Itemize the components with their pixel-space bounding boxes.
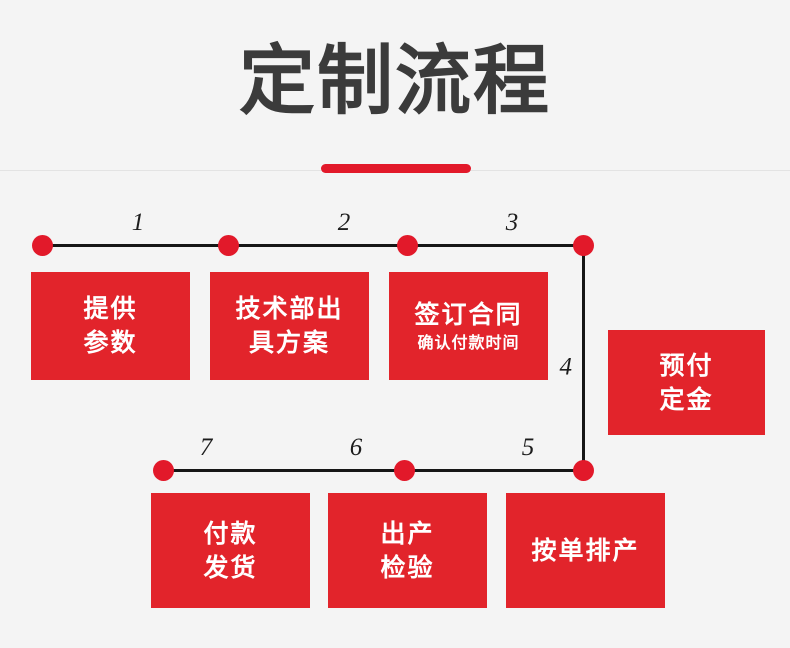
node-line: 签订合同 — [414, 300, 523, 329]
node-line: 付款 — [203, 519, 258, 548]
flow-dot-end — [152, 459, 174, 481]
title-accent-underline — [321, 164, 471, 173]
node-subtitle: 确认付款时间 — [417, 334, 520, 352]
node-line: 按单排产 — [531, 536, 640, 565]
node-line: 定金 — [659, 385, 714, 414]
step-number-6: 6 — [349, 434, 363, 461]
node-line: 发货 — [203, 553, 258, 582]
node-line: 检验 — [380, 553, 435, 582]
step-number-4: 4 — [559, 353, 573, 381]
step-number-2: 2 — [337, 209, 351, 236]
flow-dot-start — [31, 234, 53, 256]
process-node-production-inspection[interactable]: 出产 检验 — [328, 493, 487, 608]
page-title: 定制流程 — [239, 39, 551, 124]
step-number-1: 1 — [131, 209, 145, 236]
process-flow-diagram: 1 2 3 4 5 6 7 提供 参数 技术部出 具方案 签订合同 确认付款时间… — [0, 190, 790, 648]
node-line: 具方案 — [248, 329, 330, 357]
step-number-5: 5 — [521, 434, 535, 461]
connector-bottom-horizontal — [163, 468, 583, 472]
process-node-payment-shipment[interactable]: 付款 发货 — [151, 493, 310, 608]
node-line: 预付 — [659, 351, 714, 380]
node-line: 提供 — [83, 295, 138, 323]
node-line: 出产 — [380, 519, 435, 548]
flow-dot-bottom-right-corner — [572, 459, 594, 481]
step-number-7: 7 — [199, 434, 213, 461]
connector-right-vertical — [581, 245, 585, 470]
flow-dot-top-right-corner — [572, 234, 594, 256]
flow-dot-top-3 — [396, 234, 418, 256]
connector-top-horizontal — [42, 243, 583, 247]
process-node-technical-proposal[interactable]: 技术部出 具方案 — [210, 272, 369, 380]
flow-dot-bottom-2 — [393, 459, 415, 481]
process-node-sign-contract[interactable]: 签订合同 确认付款时间 — [389, 272, 548, 380]
process-node-production-scheduling[interactable]: 按单排产 — [506, 493, 665, 608]
node-line: 技术部出 — [235, 295, 344, 323]
step-number-3: 3 — [505, 209, 519, 236]
process-node-advance-deposit[interactable]: 预付 定金 — [608, 330, 765, 435]
flow-dot-top-2 — [217, 234, 239, 256]
node-line: 参数 — [83, 329, 138, 357]
process-node-provide-parameters[interactable]: 提供 参数 — [31, 272, 190, 380]
